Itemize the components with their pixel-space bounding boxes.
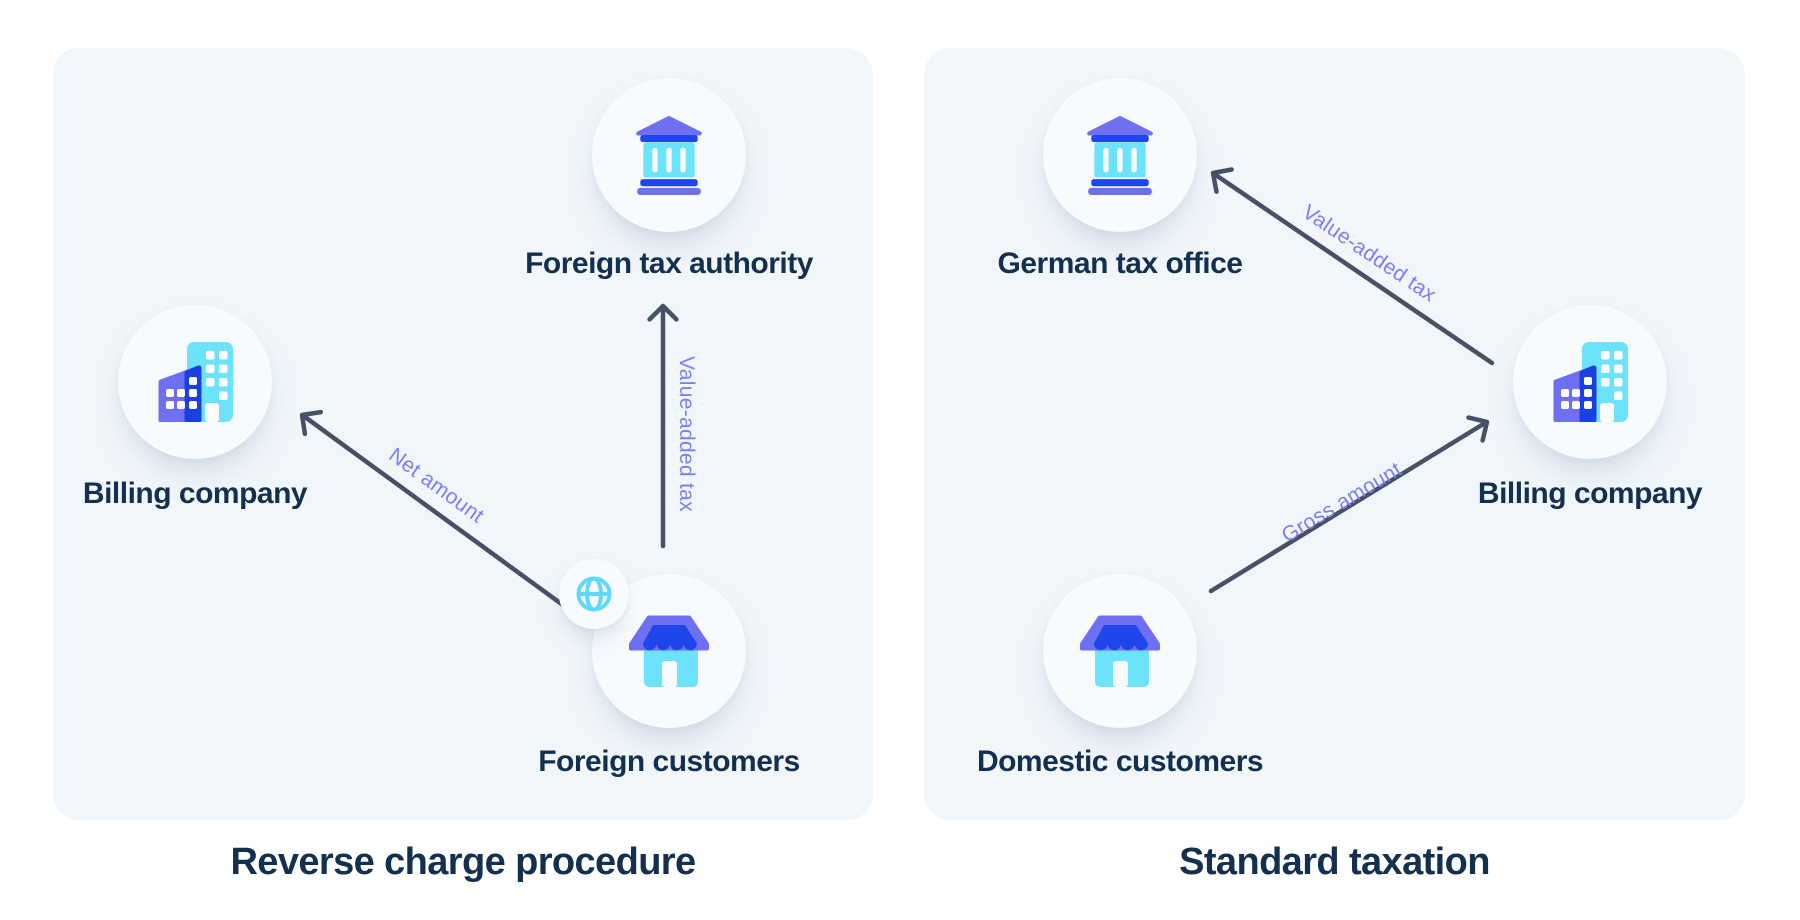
billing-company-label-left: Billing company [82,477,308,510]
bank-icon [1087,115,1153,195]
office-building-icon [158,342,233,422]
vat-arrow-label-left: Value-added tax [675,356,698,512]
billing-company-label-right: Billing company [1477,477,1703,510]
office-building-icon [1553,342,1628,422]
caption-reverse-charge: Reverse charge procedure [230,841,696,883]
store-icon [1080,615,1160,687]
billing-company-node-right [1513,305,1667,459]
store-icon [629,615,709,687]
german-tax-office-label: German tax office [997,247,1243,280]
domestic-customers-label: Domestic customers [976,745,1264,778]
globe-badge [559,559,629,629]
german-tax-office-node [1043,78,1197,232]
caption-standard-taxation: Standard taxation [1179,841,1490,883]
bank-icon [636,115,702,195]
vat-arrow-right [1210,167,1495,366]
globe-icon [576,576,612,612]
net-amount-arrow [299,409,581,619]
foreign-tax-authority-label: Foreign tax authority [525,247,813,280]
foreign-customers-label: Foreign customers [538,745,800,778]
gross-amount-arrow [1208,415,1490,594]
foreign-tax-authority-node [592,78,746,232]
billing-company-node-left [118,305,272,459]
domestic-customers-node [1043,574,1197,728]
vat-arrow-left [647,303,679,549]
